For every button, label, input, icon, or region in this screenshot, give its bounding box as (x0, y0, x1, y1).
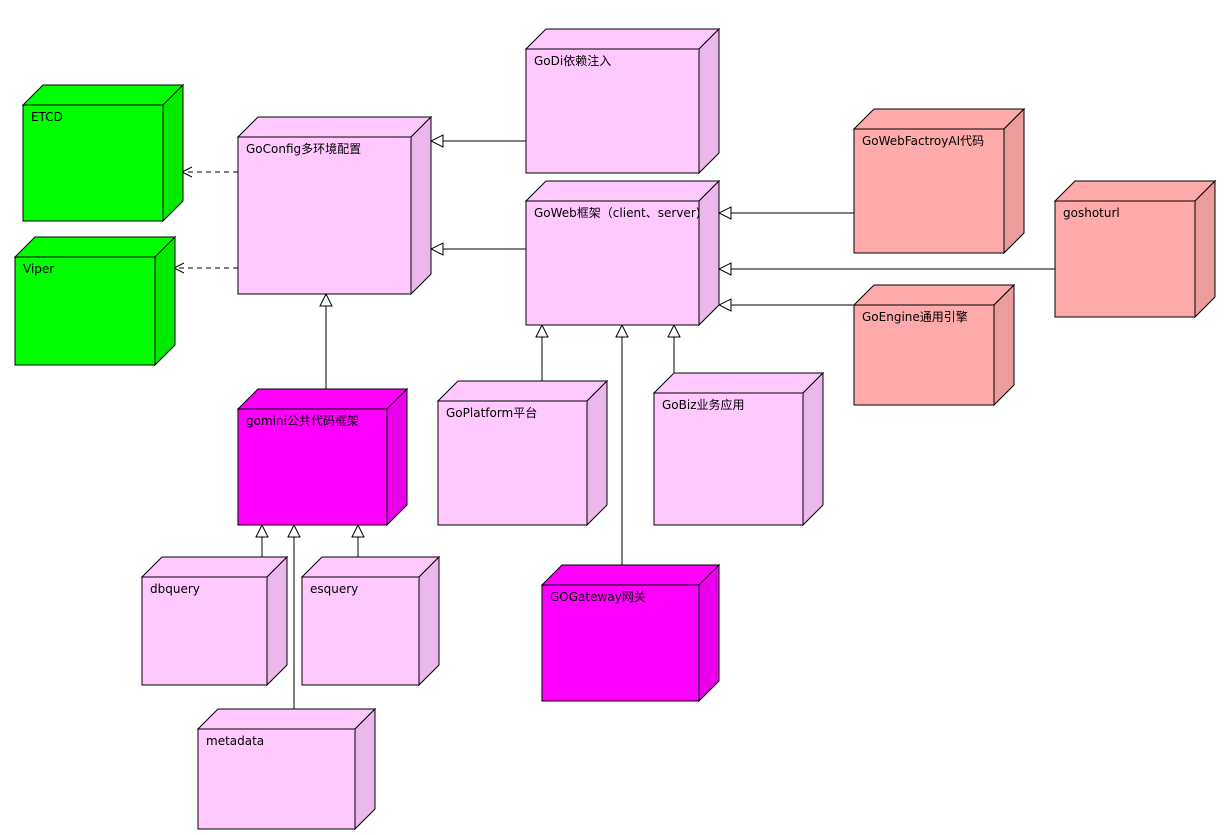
node-top-face (21, 84, 185, 106)
node-godi[interactable]: GoDi依赖注入 (524, 27, 721, 175)
node-label: GoPlatform平台 (446, 405, 537, 420)
node-side-face (410, 115, 432, 296)
node-label: metadata (206, 734, 264, 748)
node-top-face (652, 372, 825, 394)
node-face (541, 584, 700, 702)
node-label: GOGateway网关 (550, 590, 646, 604)
node-face (525, 48, 700, 174)
node-dbquery[interactable]: dbquery (140, 555, 289, 687)
node-gogateway[interactable]: GOGateway网关 (540, 563, 721, 703)
node-face (237, 408, 388, 526)
node-side-face (154, 235, 176, 367)
node-top-face (524, 28, 721, 50)
node-face (437, 400, 588, 526)
node-etcd[interactable]: ETCD (21, 83, 185, 223)
node-label: GoConfig多环境配置 (246, 141, 361, 156)
node-gobiz[interactable]: GoBiz业务应用 (652, 371, 825, 527)
node-top-face (852, 284, 1016, 306)
node-goshoturl[interactable]: goshoturl (1053, 179, 1217, 319)
node-top-face (236, 388, 409, 410)
node-label: goshoturl (1063, 206, 1120, 220)
node-side-face (802, 371, 824, 527)
node-top-face (300, 556, 441, 578)
node-top-face (1053, 180, 1217, 202)
node-side-face (1003, 107, 1025, 255)
node-label: esquery (310, 582, 358, 596)
node-face (14, 256, 156, 366)
node-side-face (418, 555, 440, 687)
nodes: ETCD Viper GoConfig多环境配置 GoDi依赖注入 GoWeb框架（cl… (13, 27, 1217, 831)
node-side-face (1194, 179, 1216, 319)
node-label: gomini公共代码框架 (246, 414, 359, 428)
node-side-face (386, 387, 408, 527)
node-face (301, 576, 420, 686)
node-label: GoBiz业务应用 (662, 397, 745, 412)
node-side-face (266, 555, 288, 687)
connectors (174, 141, 1055, 709)
node-top-face (436, 380, 609, 402)
node-goweb[interactable]: GoWeb框架（client、server) (524, 179, 721, 327)
node-face (853, 128, 1005, 254)
node-goengine[interactable]: GoEngine通用引擎 (852, 283, 1016, 407)
node-label: dbquery (150, 582, 200, 596)
node-face (853, 304, 995, 406)
node-face (237, 136, 412, 295)
node-gomini[interactable]: gomini公共代码框架 (236, 387, 409, 527)
node-label: Viper (23, 262, 54, 276)
node-label: GoEngine通用引擎 (862, 309, 968, 324)
node-label: GoWeb框架（client、server) (534, 206, 700, 220)
node-side-face (162, 83, 184, 223)
node-top-face (140, 556, 289, 578)
node-side-face (354, 707, 376, 831)
node-side-face (698, 563, 720, 703)
node-face (197, 728, 356, 830)
node-top-face (13, 236, 177, 258)
node-label: ETCD (31, 110, 63, 124)
node-face (525, 200, 700, 326)
node-top-face (196, 708, 377, 730)
node-side-face (698, 27, 720, 175)
node-top-face (524, 180, 721, 202)
node-top-face (236, 116, 433, 138)
node-goconfig[interactable]: GoConfig多环境配置 (236, 115, 433, 296)
node-top-face (540, 564, 721, 586)
node-metadata[interactable]: metadata (196, 707, 377, 831)
node-gowebfactory[interactable]: GoWebFactroyAI代码 (852, 107, 1026, 255)
node-goplatform[interactable]: GoPlatform平台 (436, 379, 609, 527)
node-face (141, 576, 268, 686)
node-face (1054, 200, 1196, 318)
node-esquery[interactable]: esquery (300, 555, 441, 687)
node-face (22, 104, 164, 222)
node-top-face (852, 108, 1026, 130)
node-side-face (586, 379, 608, 527)
node-face (653, 392, 804, 526)
node-side-face (698, 179, 720, 327)
node-viper[interactable]: Viper (13, 235, 177, 367)
node-label: GoWebFactroyAI代码 (862, 134, 984, 148)
node-label: GoDi依赖注入 (534, 53, 611, 68)
node-side-face (993, 283, 1015, 407)
